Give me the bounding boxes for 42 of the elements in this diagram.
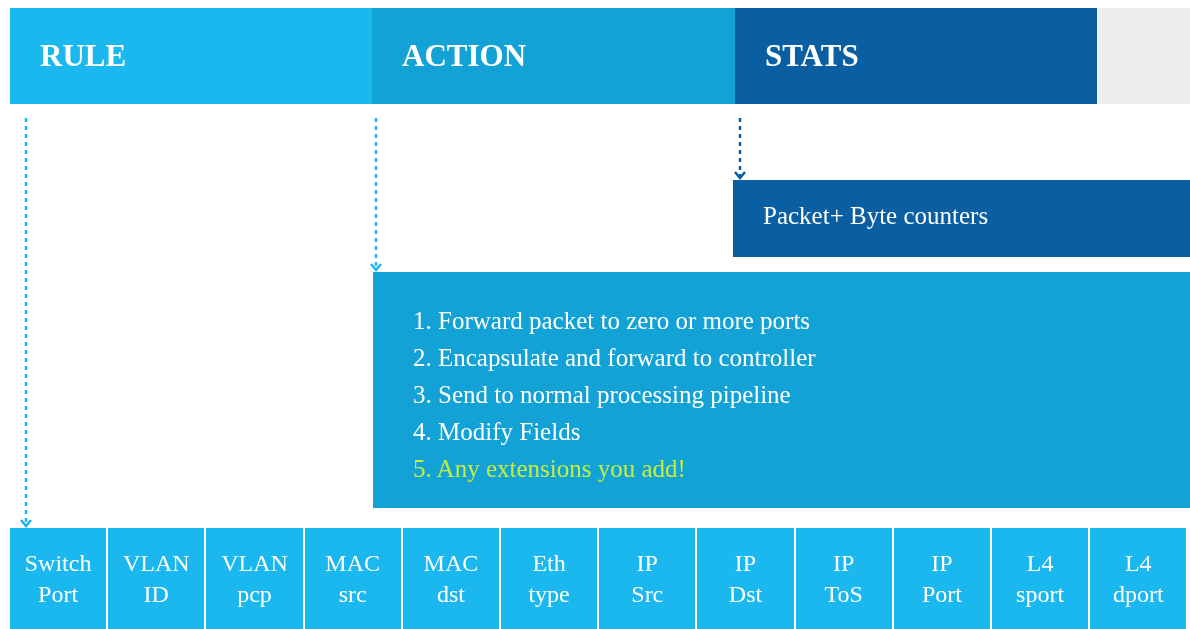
list-item: 3. Send to normal processing pipeline xyxy=(413,380,792,410)
header-band xyxy=(10,8,372,104)
field-cell xyxy=(697,528,794,629)
field-label: Switch Port xyxy=(24,548,92,609)
field-label: Eth type xyxy=(527,548,571,609)
list-item: 1. Forward packet to zero or more ports xyxy=(413,306,812,336)
field-cell xyxy=(599,528,696,629)
field-cell xyxy=(1090,528,1187,629)
field-label: IP ToS xyxy=(823,548,864,609)
box-label: Packet+ Byte counters xyxy=(763,202,990,230)
header-band xyxy=(372,8,735,104)
arrow xyxy=(369,118,383,272)
arrow xyxy=(19,118,33,528)
field-label: IP Src xyxy=(630,548,665,609)
list-item: 5. Any extensions you add! xyxy=(413,454,687,484)
field-cell xyxy=(206,528,303,629)
field-cell xyxy=(402,528,499,629)
field-label: MAC src xyxy=(325,548,381,609)
header-label: STATS xyxy=(765,38,859,74)
field-cell xyxy=(10,528,107,629)
field-label: VLAN ID xyxy=(122,548,190,609)
header-label: RULE xyxy=(40,38,127,74)
field-cell xyxy=(893,528,990,629)
header-band xyxy=(735,8,1097,104)
field-cell xyxy=(108,528,205,629)
field-label: L4 dport xyxy=(1112,548,1165,609)
field-label: IP Port xyxy=(920,548,963,609)
field-cell xyxy=(992,528,1089,629)
field-cell xyxy=(501,528,598,629)
header-band xyxy=(1097,8,1190,104)
field-label: L4 sport xyxy=(1015,548,1066,609)
field-label: VLAN pcp xyxy=(221,548,288,609)
field-label: MAC dst xyxy=(423,548,479,609)
field-cell xyxy=(304,528,401,629)
header-label: ACTION xyxy=(402,38,526,74)
action-box xyxy=(373,272,1190,508)
field-label: IP Dst xyxy=(727,548,764,609)
arrow xyxy=(733,118,747,180)
list-item: 4. Modify Fields xyxy=(413,417,582,447)
field-cell xyxy=(795,528,892,629)
counters-box xyxy=(733,180,1190,257)
list-item: 2. Encapsulate and forward to controller xyxy=(413,343,817,373)
